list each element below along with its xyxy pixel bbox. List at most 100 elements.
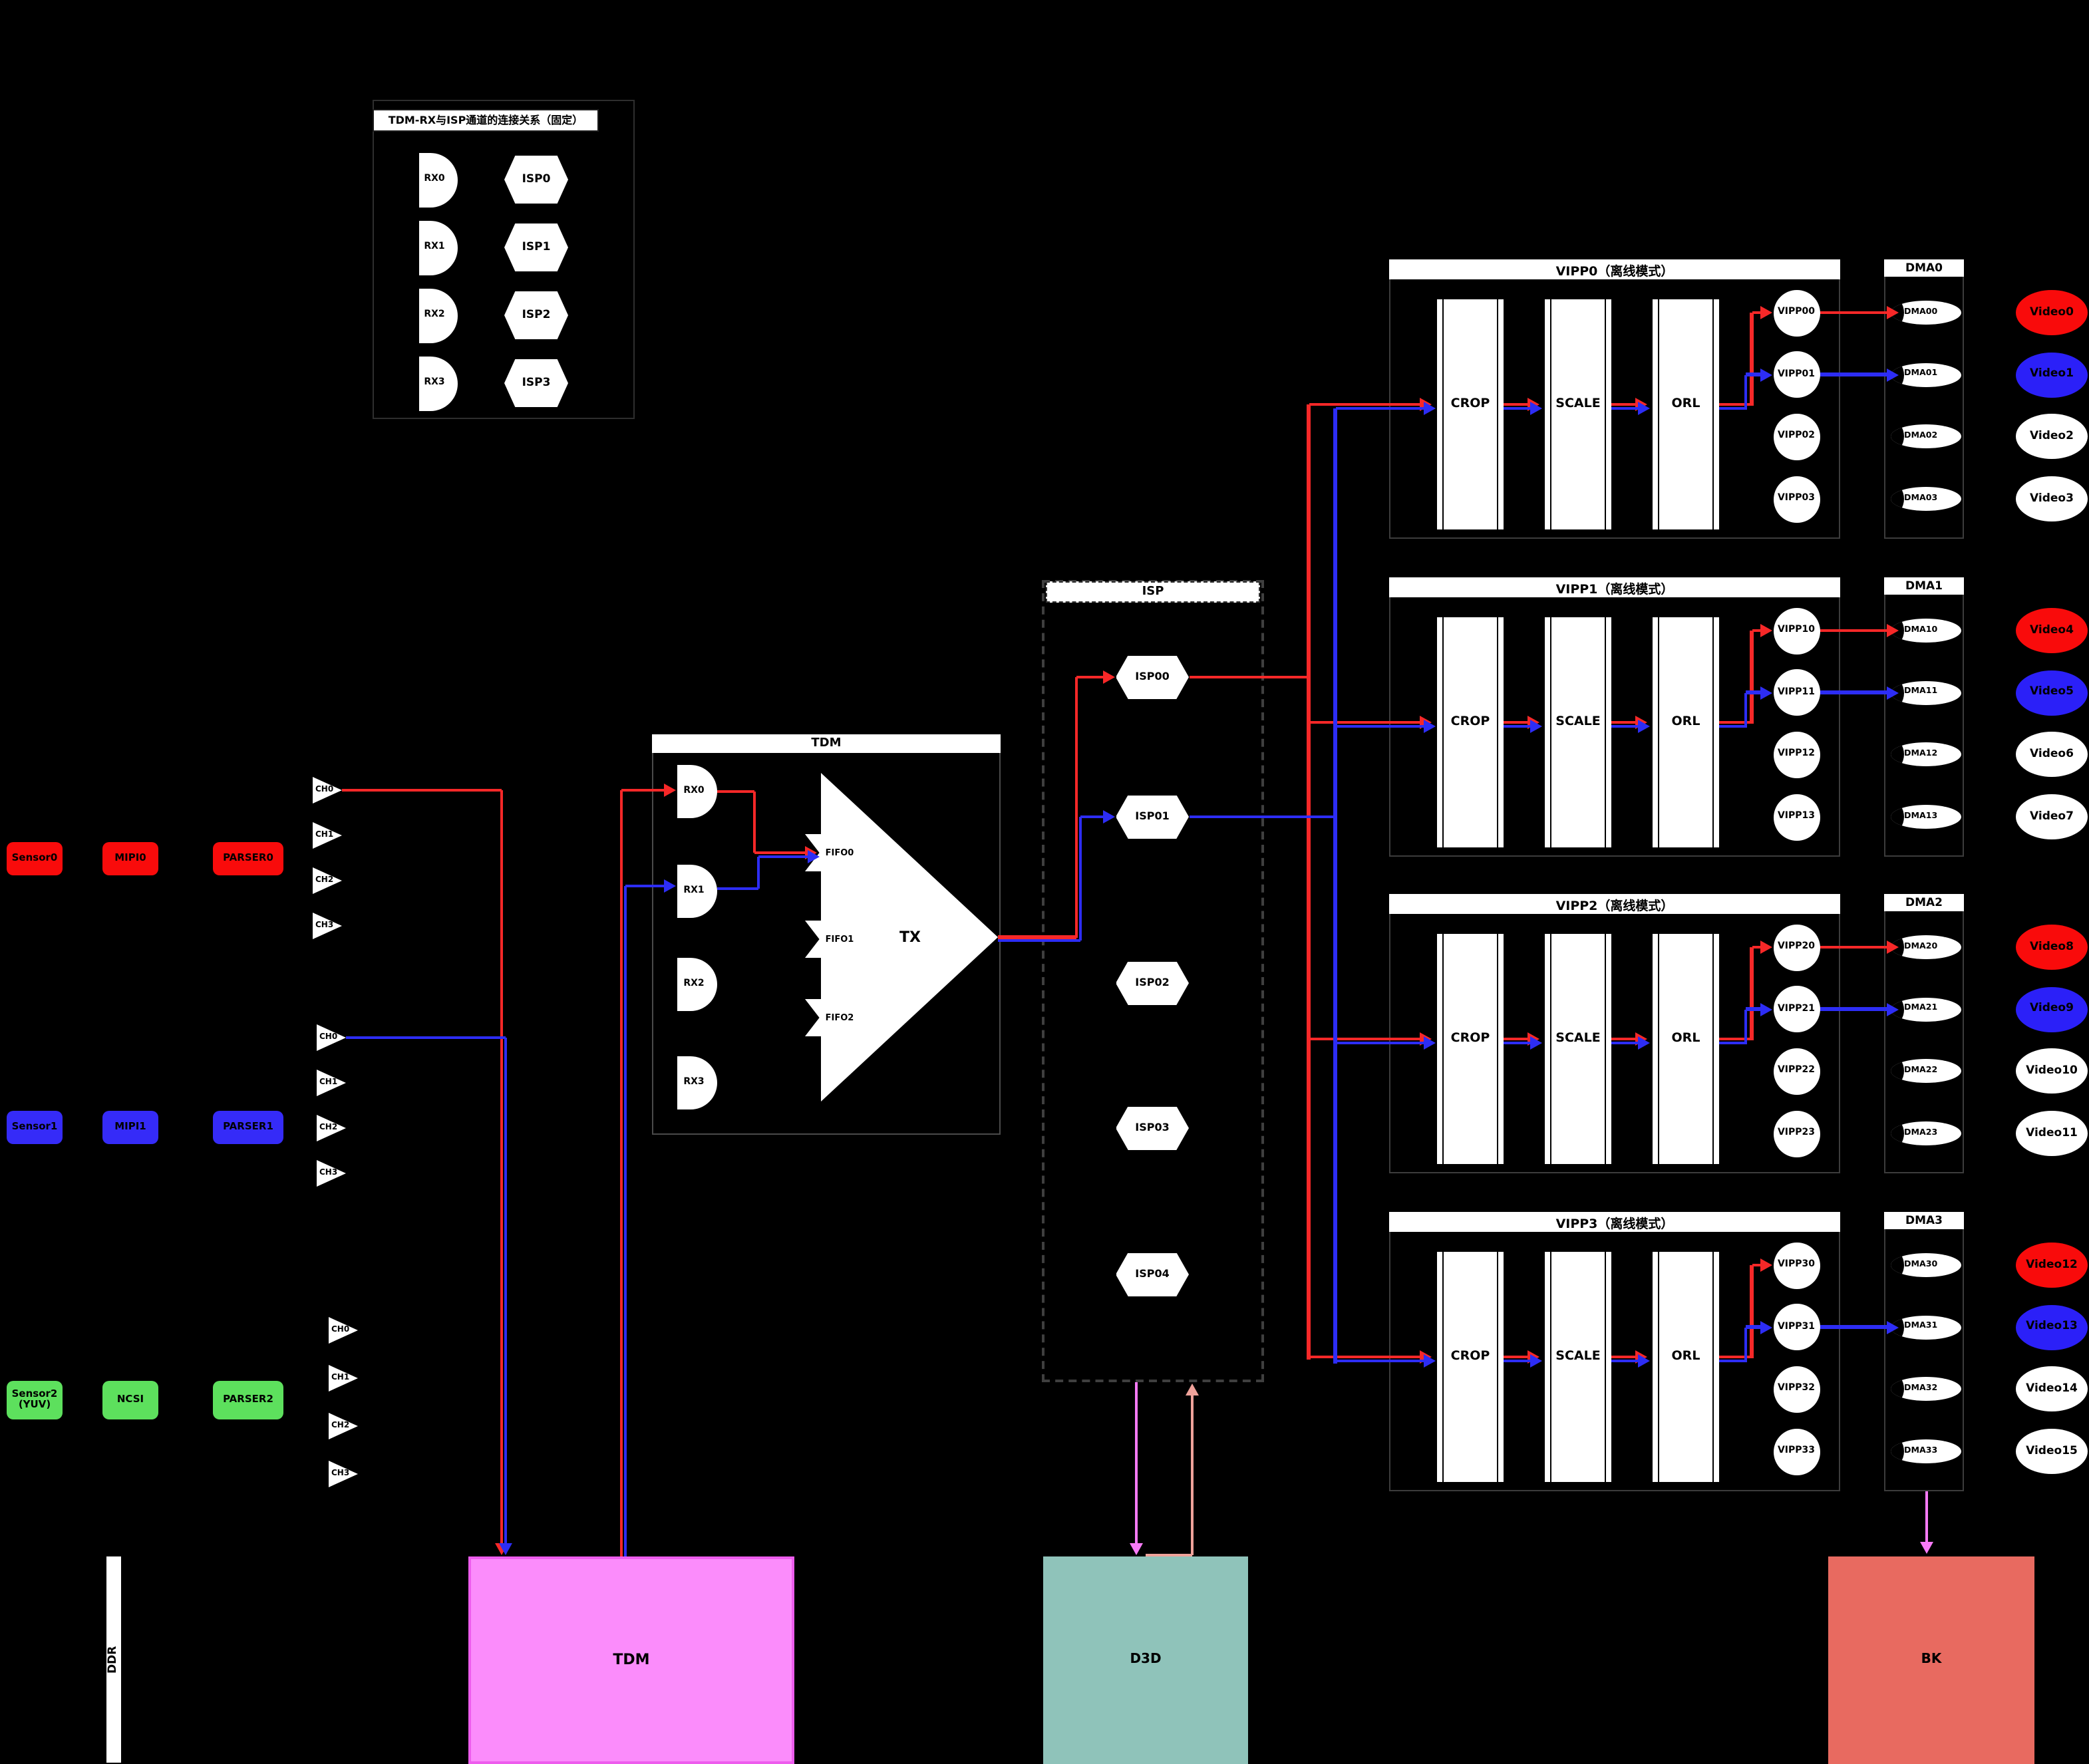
flow-line [1309,720,1424,724]
video-node: Video14 [2016,1366,2088,1411]
parser-channel-out: CH1 [329,1365,358,1392]
video-node: Video3 [2016,476,2088,521]
video-node: Video6 [2016,732,2088,777]
flow-line [1719,402,1753,406]
arrowhead-icon [1424,720,1436,733]
vipp-node: VIPP11 [1773,669,1820,716]
flow-line [1611,1359,1641,1363]
vipp-node: VIPP02 [1773,413,1820,460]
arrowhead-icon [1638,1036,1650,1050]
arrowhead-icon [1760,624,1772,637]
stage-label: CROP [1450,1031,1490,1046]
arrowhead-icon [499,1543,512,1555]
flow-line [998,935,1076,939]
flow-line [342,788,502,792]
flow-line [1752,1263,1764,1267]
stage-strip [1545,1252,1611,1482]
flow-line [1820,1325,1889,1329]
dma-node: DMA33 [1891,1439,1961,1463]
dma-node: DMA20 [1891,935,1961,959]
mipi-box: NCSI [102,1380,158,1419]
flow-line [998,939,1080,943]
parser-channel-out: CH0 [317,1024,346,1051]
arrowhead-icon [1530,402,1542,415]
flow-line [1504,1041,1533,1045]
flow-line [1190,675,1310,679]
parser-channel-out: CH3 [313,913,342,939]
vipp-block-title: VIPP0（离线模式） [1389,259,1840,279]
flow-line [1309,1355,1424,1359]
stage-label: CROP [1450,714,1490,730]
stage-strip [1545,299,1611,529]
flow-line [1719,720,1753,724]
flow-line [754,851,812,855]
arrowhead-icon [1638,1354,1650,1368]
flow-line [1719,406,1747,410]
flow-line [623,886,627,1556]
arrowhead-icon [664,784,676,797]
flow-line [1820,1007,1889,1011]
stage-strip [1437,1252,1504,1482]
flow-line [1752,629,1764,633]
dma-node: DMA12 [1891,742,1961,766]
vipp-node: VIPP30 [1773,1242,1820,1288]
stage-label: SCALE [1555,396,1601,412]
flow-line [1752,311,1764,315]
dma-node: DMA31 [1891,1315,1961,1339]
flow-line [1078,817,1082,941]
stage-strip [1437,934,1504,1164]
stage-label: CROP [1450,396,1490,412]
arrowhead-icon [1638,720,1650,733]
vipp-node: VIPP12 [1773,731,1820,778]
mipi-box: MIPI1 [102,1110,158,1143]
video-node: Video1 [2016,352,2088,397]
arrowhead-icon [1760,1258,1772,1272]
stage-label: ORL [1671,396,1700,412]
vipp-node: VIPP20 [1773,924,1820,970]
flow-line [758,855,814,859]
flow-line [756,857,760,889]
flow-line [1309,402,1424,406]
flow-line [1746,372,1764,376]
stage-strip [1653,1252,1719,1482]
tx-label: TX [899,929,921,947]
vipp-node: VIPP22 [1773,1048,1820,1094]
sensor-box: Sensor0 [7,841,63,875]
dma-block-title: DMA1 [1884,577,1964,595]
arrowhead-icon [808,850,820,863]
legend-rx-shape: RX2 [419,288,458,343]
flow-line [1134,1382,1137,1547]
flow-line [1746,1325,1764,1329]
parser-channel-out: CH0 [329,1317,358,1344]
arrowhead-icon [1129,1543,1142,1555]
flow-line [1744,692,1748,726]
flow-line [1504,1355,1530,1359]
parser-channel-out: CH3 [329,1461,358,1487]
flow-line [1504,724,1533,728]
dma-node: DMA11 [1891,680,1961,704]
legend-isp-shape: ISP2 [504,291,568,339]
d3d-block: D3D [1043,1556,1248,1764]
flow-line [1820,372,1889,376]
parser-channel-out: CH3 [317,1160,346,1187]
flow-line [1750,631,1754,722]
tdm-rx-shape: RX1 [677,865,717,918]
sensor-box: Sensor2 (YUV) [7,1380,63,1419]
flow-line [1504,406,1533,410]
legend-isp-shape: ISP0 [504,156,568,204]
parser-channel-out: CH2 [317,1115,346,1141]
arrowhead-icon [664,879,676,893]
parser-channel-out: CH0 [313,777,342,804]
isp-node: ISP03 [1116,1106,1189,1150]
flow-line [1744,1327,1748,1361]
flow-line [1750,1265,1754,1357]
arrowhead-icon [1887,306,1899,319]
dma-node: DMA00 [1891,301,1961,325]
flow-line [1750,947,1754,1039]
flow-line [1611,402,1638,406]
flow-line [1080,815,1104,819]
legend-isp-shape: ISP3 [504,359,568,407]
flow-line [1335,1359,1428,1363]
arrowhead-icon [1530,1354,1542,1368]
video-node: Video15 [2016,1429,2088,1474]
